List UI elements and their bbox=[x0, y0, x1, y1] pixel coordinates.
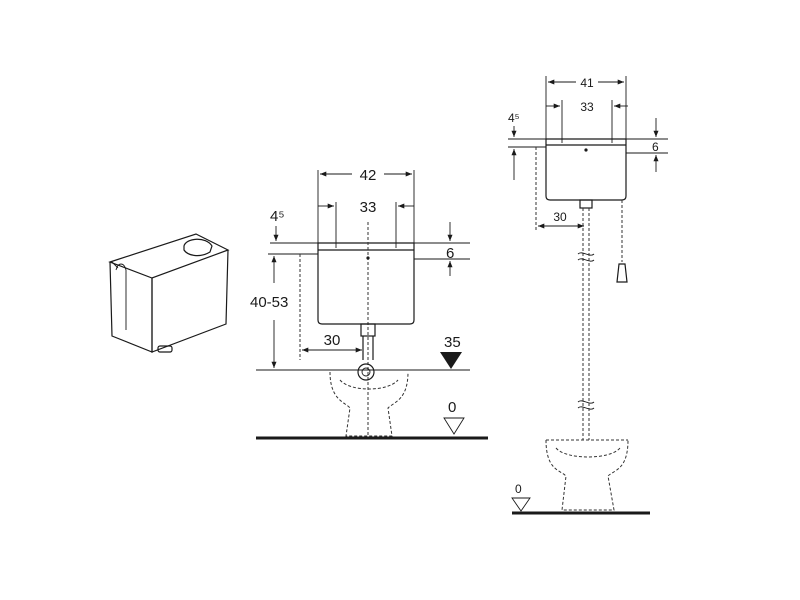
high-level-cistern-elevation: 41 33 4⁵ 6 30 0 bbox=[508, 76, 668, 515]
low-level-cistern-elevation: 42 33 4⁵ 6 40-53 30 35 0 bbox=[250, 167, 488, 440]
low-width-outer-label: 42 bbox=[360, 167, 377, 184]
low-height-range-label: 40-53 bbox=[250, 294, 288, 311]
low-top-offset-label: 4⁵ bbox=[270, 208, 285, 225]
high-width-inner-label: 33 bbox=[580, 100, 594, 114]
low-lid-height-label: 6 bbox=[446, 245, 454, 262]
high-top-offset-label: 4⁵ bbox=[508, 111, 520, 125]
high-width-outer-label: 41 bbox=[580, 76, 594, 90]
high-ground-marker-label: 0 bbox=[515, 482, 522, 496]
high-lid-height-label: 6 bbox=[652, 140, 659, 154]
low-width-inner-label: 33 bbox=[360, 199, 377, 216]
high-outlet-offset-label: 30 bbox=[553, 210, 567, 224]
low-ground-marker-label: 0 bbox=[448, 399, 456, 416]
cistern-perspective-illustration bbox=[108, 233, 230, 353]
high-tank-body bbox=[545, 138, 627, 201]
low-tank-body bbox=[317, 242, 415, 325]
low-floor-marker-label: 35 bbox=[444, 334, 461, 351]
low-outlet-offset-label: 30 bbox=[324, 332, 341, 349]
